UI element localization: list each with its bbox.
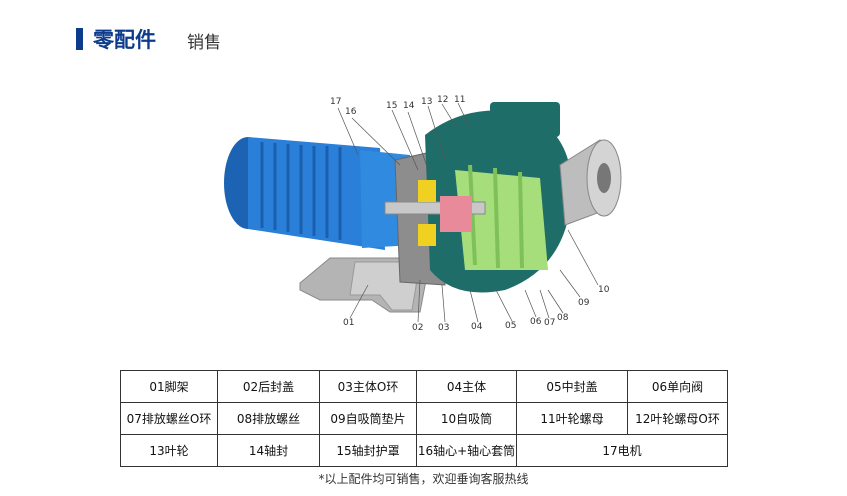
table-cell: 07排放螺丝O环 [120,402,218,435]
callout-07: 07 [544,318,555,328]
table-cell: 17电机 [516,434,728,467]
table-cell: 14轴封 [217,434,320,467]
callout-13: 13 [421,97,432,107]
callout-17: 17 [330,97,341,107]
pump-body [425,102,572,293]
callout-06: 06 [530,317,542,327]
callout-12: 12 [437,95,448,105]
table-cell: 11叶轮螺母 [516,402,628,435]
table-cell: 05中封盖 [516,370,628,403]
callout-05: 05 [505,321,516,331]
callout-11: 11 [454,95,465,105]
page-title: 零配件 [93,28,156,52]
table-cell: 06单向阀 [627,370,728,403]
outlet-flange [559,139,622,226]
table-cell: 15轴封护罩 [319,434,417,467]
callout-02: 02 [412,323,423,333]
callout-leaders [337,102,599,323]
callout-15: 15 [386,101,397,111]
title-accent-bar [76,28,83,50]
page-subtitle: 销售 [187,33,221,53]
table-cell: 10自吸筒 [416,402,517,435]
motor [224,137,415,250]
table-cell: 03主体O环 [319,370,417,403]
callout-08: 08 [557,313,569,323]
callout-09: 09 [578,298,590,308]
footnote: *以上配件均可销售，欢迎垂询客服热线 [318,472,529,486]
table-cell: 02后封盖 [217,370,320,403]
table-row: 13叶轮 14轴封 15轴封护罩 16轴心+轴心套筒 17电机 [120,434,728,467]
callout-labels: 17 16 15 14 13 12 11 10 09 08 07 06 05 0… [330,95,610,333]
callout-14: 14 [403,101,415,111]
table-cell: 01脚架 [120,370,218,403]
callout-04: 04 [471,322,483,332]
callout-03: 03 [438,323,449,333]
table-cell: 16轴心+轴心套筒 [416,434,517,467]
table-cell: 12叶轮螺母O环 [627,402,728,435]
callout-10: 10 [598,285,610,295]
table-cell: 04主体 [416,370,517,403]
shaft-and-seals [384,180,486,246]
table-cell: 13叶轮 [120,434,218,467]
table-row: 01脚架 02后封盖 03主体O环 04主体 05中封盖 06单向阀 [120,370,728,403]
callout-16: 16 [345,107,357,117]
table-cell: 08排放螺丝 [217,402,320,435]
table-cell: 09自吸筒垫片 [319,402,417,435]
callout-01: 01 [343,318,354,328]
parts-table: 01脚架 02后封盖 03主体O环 04主体 05中封盖 06单向阀 07排放螺… [120,370,728,467]
table-row: 07排放螺丝O环 08排放螺丝 09自吸筒垫片 10自吸筒 11叶轮螺母 12叶… [120,402,728,435]
